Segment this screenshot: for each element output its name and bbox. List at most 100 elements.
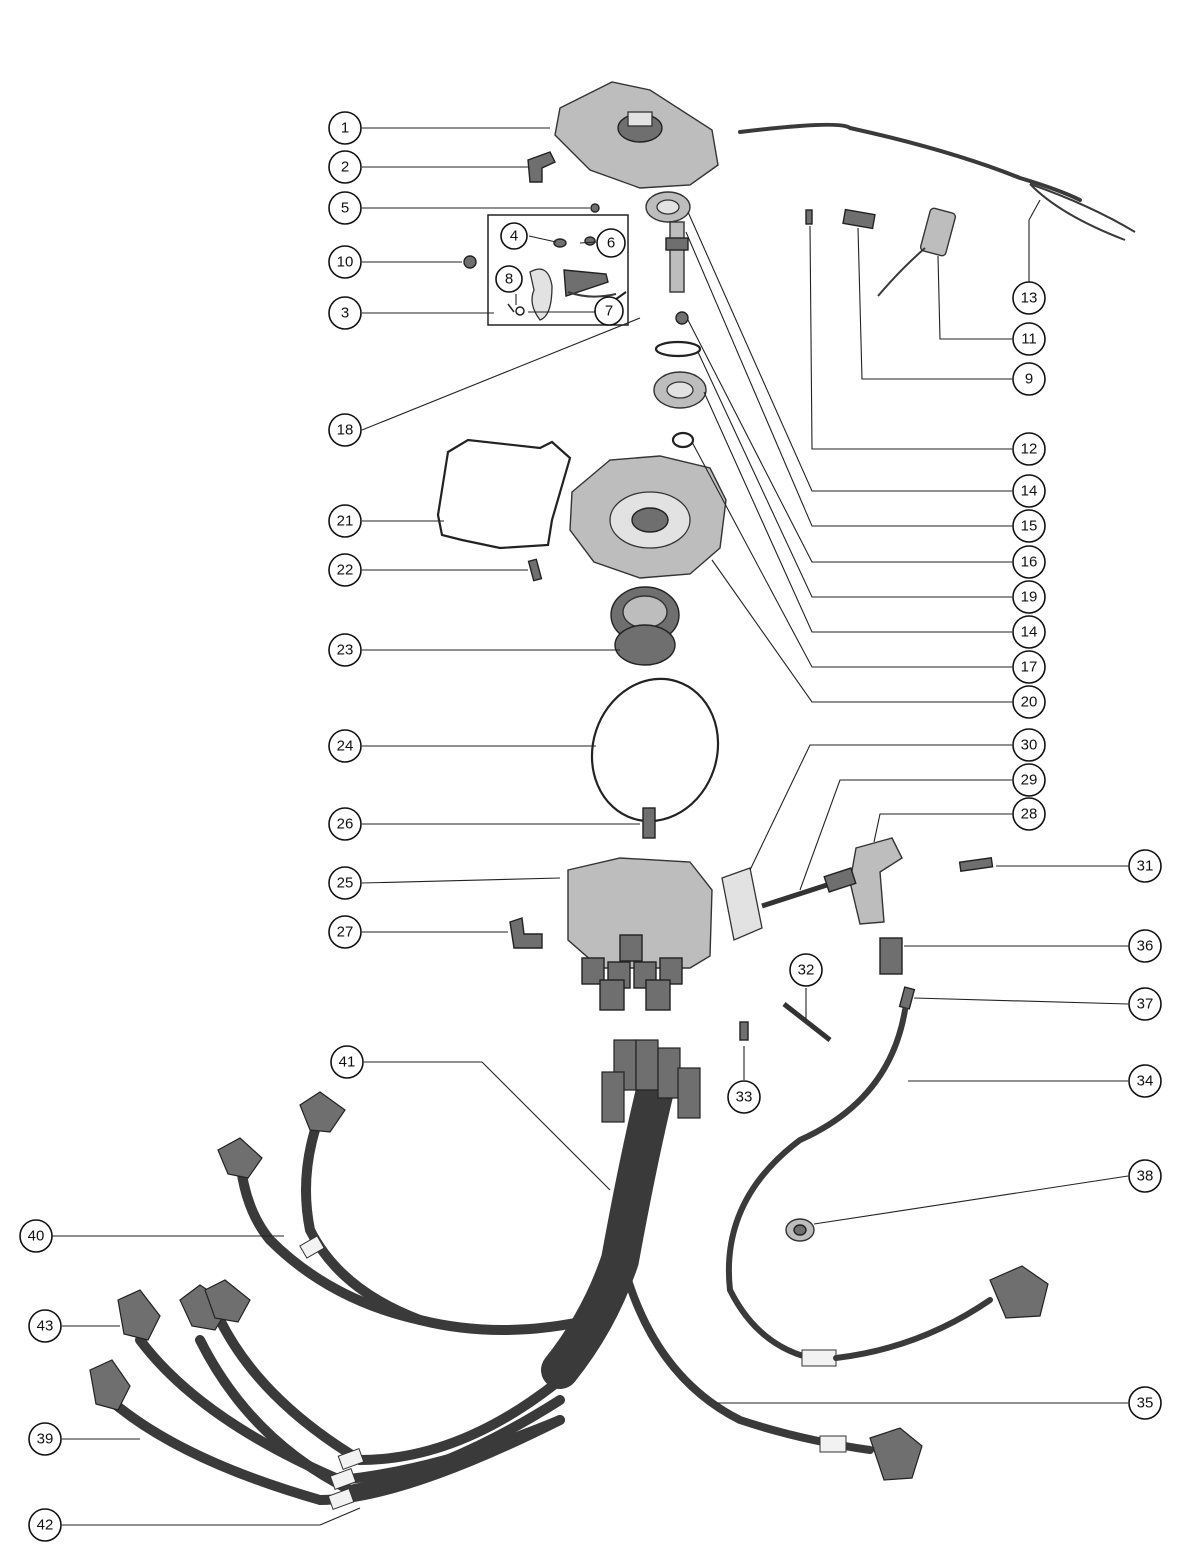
part-washer	[654, 340, 702, 358]
svg-text:13: 13	[1021, 290, 1038, 307]
callout-18: 18	[328, 413, 362, 447]
callout-33: 33	[727, 1080, 761, 1114]
part-distributor-cap	[567, 857, 713, 1011]
part-bearing-upper	[645, 191, 691, 223]
svg-text:25: 25	[337, 875, 354, 892]
callout-28: 28	[1012, 797, 1046, 831]
svg-text:26: 26	[337, 816, 354, 833]
svg-text:35: 35	[1137, 1395, 1154, 1412]
svg-text:19: 19	[1021, 589, 1038, 606]
callout-1: 1	[328, 111, 362, 145]
part-coil-terminal	[823, 837, 903, 925]
svg-text:20: 20	[1021, 694, 1038, 711]
svg-text:14: 14	[1021, 624, 1038, 641]
part-boot-36	[879, 937, 903, 975]
part-small-nut-16	[675, 311, 689, 325]
svg-text:42: 42	[37, 1517, 54, 1534]
part-clip	[842, 208, 876, 230]
callout-14-upper: 14	[1012, 474, 1046, 508]
svg-text:31: 31	[1137, 858, 1154, 875]
callout-38: 38	[1128, 1159, 1162, 1193]
svg-text:14: 14	[1021, 483, 1038, 500]
callout-22: 22	[328, 553, 362, 587]
svg-text:39: 39	[37, 1431, 54, 1448]
callout-32: 32	[789, 953, 823, 987]
svg-text:34: 34	[1137, 1073, 1154, 1090]
callout-17: 17	[1012, 650, 1046, 684]
svg-text:9: 9	[1025, 371, 1033, 388]
callout-26: 26	[328, 807, 362, 841]
part-rotor-advance	[610, 586, 680, 666]
svg-text:7: 7	[605, 303, 613, 320]
callout-21: 21	[328, 504, 362, 538]
svg-text:3: 3	[341, 305, 349, 322]
part-screw-33	[739, 1021, 749, 1041]
callout-8: 8	[495, 265, 523, 293]
part-spring-brush	[642, 807, 656, 839]
callout-43: 43	[28, 1309, 62, 1343]
callout-13: 13	[1012, 281, 1046, 315]
callout-11: 11	[1012, 322, 1046, 356]
svg-text:23: 23	[337, 642, 354, 659]
callout-36: 36	[1128, 929, 1162, 963]
part-o-ring	[590, 677, 720, 823]
svg-text:15: 15	[1021, 518, 1038, 535]
svg-text:40: 40	[28, 1228, 45, 1245]
svg-text:5: 5	[341, 200, 349, 217]
svg-text:21: 21	[337, 513, 354, 530]
svg-text:41: 41	[339, 1054, 356, 1071]
callout-30: 30	[1012, 728, 1046, 762]
part-primary-wire	[738, 122, 1136, 241]
part-screw-22	[527, 558, 543, 582]
callout-23: 23	[328, 633, 362, 667]
callout-34: 34	[1128, 1064, 1162, 1098]
part-screw-31	[958, 857, 994, 872]
callout-4: 4	[500, 222, 528, 250]
svg-text:17: 17	[1021, 659, 1038, 676]
part-small-nut	[590, 203, 600, 213]
part-bolt-32	[782, 1002, 832, 1042]
svg-text:36: 36	[1137, 938, 1154, 955]
part-bearing-lower	[653, 371, 707, 409]
svg-text:29: 29	[1021, 772, 1038, 789]
part-grommet	[785, 1218, 815, 1242]
part-shaft	[665, 221, 689, 293]
callout-25: 25	[328, 866, 362, 900]
part-snap-ring	[671, 431, 695, 449]
part-terminal-37	[898, 986, 916, 1010]
callout-37: 37	[1128, 987, 1162, 1021]
callout-15: 15	[1012, 509, 1046, 543]
callout-2: 2	[328, 150, 362, 184]
svg-text:16: 16	[1021, 554, 1038, 571]
part-small-gasket	[721, 867, 763, 941]
callout-16: 16	[1012, 545, 1046, 579]
parts-layer	[89, 81, 1136, 1510]
callout-5: 5	[328, 191, 362, 225]
part-elbow-27	[509, 917, 543, 949]
svg-text:10: 10	[337, 254, 354, 271]
svg-text:30: 30	[1021, 737, 1038, 754]
callout-14-lower: 14	[1012, 615, 1046, 649]
svg-text:1: 1	[341, 120, 349, 137]
callout-10: 10	[328, 245, 362, 279]
callout-7: 7	[594, 296, 624, 326]
svg-text:2: 2	[341, 159, 349, 176]
svg-text:27: 27	[337, 924, 354, 941]
callout-6: 6	[596, 228, 626, 258]
callouts: 1 2 5 4 6 10 8 7 3 18 21 22 23 24 26 25 …	[19, 111, 1162, 1542]
callout-9: 9	[1012, 362, 1046, 396]
callout-35: 35	[1128, 1386, 1162, 1420]
callout-3: 3	[328, 296, 362, 330]
leader-lines	[52, 127, 1129, 1526]
part-screw-10	[463, 255, 477, 269]
svg-text:12: 12	[1021, 441, 1038, 458]
part-housing-top	[554, 81, 719, 189]
svg-text:37: 37	[1137, 996, 1154, 1013]
svg-text:43: 43	[37, 1318, 54, 1335]
svg-text:8: 8	[505, 271, 513, 288]
part-gasket-21	[436, 438, 572, 550]
svg-text:18: 18	[337, 422, 354, 439]
callout-29: 29	[1012, 763, 1046, 797]
part-screw-12	[805, 209, 813, 225]
